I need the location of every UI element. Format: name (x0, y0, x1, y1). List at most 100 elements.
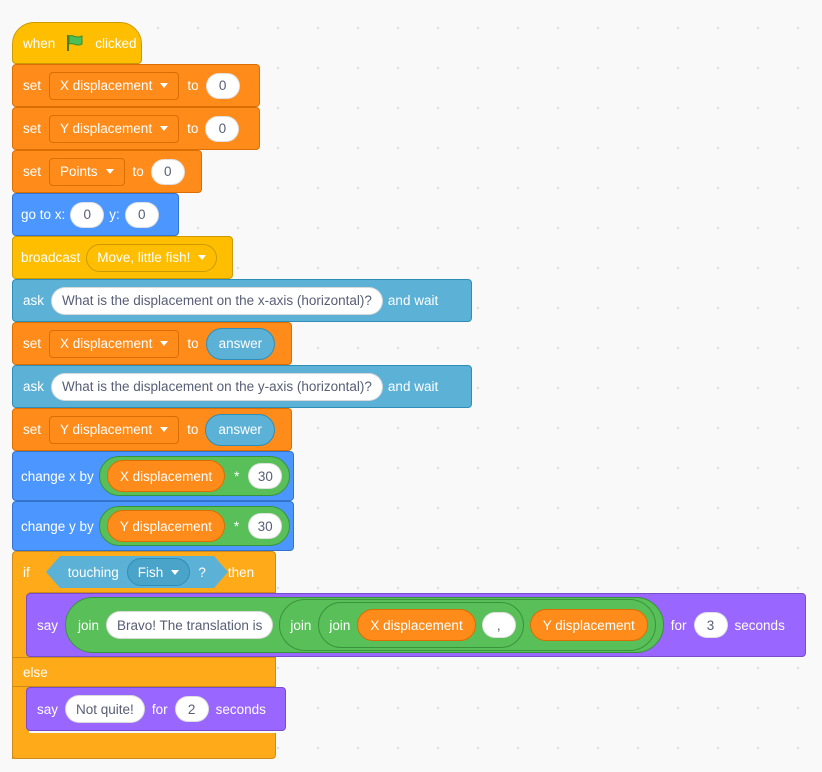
question-input[interactable]: What is the displacement on the y-axis (… (51, 372, 383, 401)
y-displacement-reporter[interactable]: Y displacement (106, 510, 225, 542)
variable-name: X displacement (60, 78, 153, 93)
green-flag-icon (65, 34, 85, 52)
seconds-label: seconds (215, 701, 266, 717)
variable-dropdown[interactable]: Points (49, 157, 125, 186)
set-x-displacement-block[interactable]: set X displacement to 0 (12, 64, 260, 107)
go-to-xy-block[interactable]: go to x: 0 y: 0 (12, 193, 179, 236)
chevron-down-icon (171, 569, 180, 575)
ask-y-block[interactable]: ask What is the displacement on the y-ax… (12, 365, 472, 408)
seconds-input[interactable]: 3 (693, 612, 728, 638)
clicked-label: clicked (95, 35, 137, 51)
join-label: join (78, 617, 100, 633)
variable-name: Points (60, 164, 98, 179)
seconds-label: seconds (734, 617, 785, 633)
question-input[interactable]: What is the displacement on the x-axis (… (51, 286, 383, 315)
when-flag-clicked-block[interactable]: when clicked (12, 22, 142, 64)
to-label: to (132, 164, 144, 179)
sprite-dropdown[interactable]: Fish (126, 558, 191, 586)
to-label: to (187, 121, 199, 136)
value-input[interactable]: 0 (205, 72, 240, 99)
join-operator-inner[interactable]: join join X displacement , Y displacemen… (279, 599, 656, 651)
chevron-down-icon (198, 255, 207, 260)
change-x-label: change x by (21, 468, 94, 484)
question-mark: ? (198, 564, 206, 580)
multiply-symbol: * (234, 468, 240, 484)
y-displacement-reporter[interactable]: Y displacement (529, 609, 648, 641)
go-to-label: go to x: (21, 207, 66, 222)
chevron-down-icon (160, 126, 169, 131)
separator-input[interactable]: , (481, 612, 516, 638)
y-input[interactable]: 0 (124, 201, 159, 228)
ask-label: ask (23, 379, 45, 394)
multiply-operator[interactable]: Y displacement * 30 (98, 506, 291, 546)
join-operator-innermost[interactable]: join X displacement , (318, 602, 524, 648)
set-y-displacement-block[interactable]: set Y displacement to 0 (12, 107, 260, 150)
value-input[interactable]: 0 (205, 115, 240, 142)
change-y-label: change y by (21, 518, 94, 534)
chevron-down-icon (160, 427, 169, 432)
seconds-input[interactable]: 2 (174, 696, 209, 722)
join-text-input[interactable]: Bravo! The translation is (106, 611, 274, 639)
touching-condition[interactable]: touching Fish ? (45, 556, 228, 588)
set-label: set (23, 164, 42, 179)
y-label: y: (109, 207, 120, 222)
set-label: set (23, 78, 42, 93)
touching-label: touching (67, 564, 119, 580)
x-input[interactable]: 0 (70, 201, 105, 228)
join-label: join (290, 617, 312, 633)
message-name: Move, little fish! (97, 250, 191, 265)
and-wait-label: and wait (387, 379, 439, 394)
value-input[interactable]: 0 (150, 158, 185, 185)
multiplier-input[interactable]: 30 (248, 463, 283, 489)
broadcast-block[interactable]: broadcast Move, little fish! (12, 236, 233, 279)
variable-dropdown[interactable]: X displacement (49, 329, 180, 358)
if-else-block[interactable]: if touching Fish ? then else (12, 551, 276, 759)
chevron-down-icon (105, 169, 114, 174)
variable-dropdown[interactable]: Y displacement (49, 415, 180, 444)
variable-name: Y displacement (60, 422, 153, 437)
multiplier-input[interactable]: 30 (248, 513, 283, 539)
say-for-secs-block[interactable]: say join Bravo! The translation is join … (26, 593, 806, 657)
variable-dropdown[interactable]: Y displacement (49, 114, 180, 143)
variable-name: Y displacement (60, 121, 153, 136)
for-label: for (670, 617, 687, 633)
to-label: to (187, 78, 199, 93)
say-not-quite-block[interactable]: say Not quite! for 2 seconds (26, 687, 286, 731)
x-displacement-reporter[interactable]: X displacement (106, 460, 226, 492)
message-dropdown[interactable]: Move, little fish! (86, 243, 218, 272)
variable-name: X displacement (60, 336, 153, 351)
answer-reporter[interactable]: answer (205, 327, 276, 360)
say-label: say (37, 617, 59, 633)
if-label: if (23, 564, 30, 580)
set-x-answer-block[interactable]: set X displacement to answer (12, 322, 292, 365)
say-label: say (37, 701, 59, 717)
answer-reporter[interactable]: answer (205, 413, 275, 446)
change-x-block[interactable]: change x by X displacement * 30 (12, 451, 294, 501)
join-operator[interactable]: join Bravo! The translation is join join… (65, 597, 664, 653)
set-label: set (23, 121, 42, 136)
else-label: else (23, 664, 48, 680)
then-label: then (227, 564, 255, 580)
variable-dropdown[interactable]: X displacement (49, 71, 180, 100)
multiply-symbol: * (233, 518, 240, 534)
set-points-block[interactable]: set Points to 0 (12, 150, 202, 193)
to-label: to (187, 422, 199, 437)
to-label: to (187, 336, 199, 351)
chevron-down-icon (160, 83, 169, 88)
else-header[interactable]: else (12, 657, 276, 687)
and-wait-label: and wait (387, 293, 439, 308)
broadcast-label: broadcast (21, 250, 81, 265)
multiply-operator[interactable]: X displacement * 30 (98, 456, 291, 496)
ask-label: ask (23, 293, 45, 308)
join-label: join (329, 617, 351, 633)
x-displacement-reporter[interactable]: X displacement (357, 609, 476, 641)
if-header[interactable]: if touching Fish ? then (12, 551, 276, 593)
ask-x-block[interactable]: ask What is the displacement on the x-ax… (12, 279, 472, 322)
set-y-answer-block[interactable]: set Y displacement to answer (12, 408, 292, 451)
say-text-input[interactable]: Not quite! (65, 695, 145, 723)
for-label: for (151, 701, 168, 717)
if-footer (12, 733, 276, 759)
set-label: set (23, 336, 42, 351)
sprite-name: Fish (137, 564, 164, 580)
change-y-block[interactable]: change y by Y displacement * 30 (12, 501, 294, 551)
